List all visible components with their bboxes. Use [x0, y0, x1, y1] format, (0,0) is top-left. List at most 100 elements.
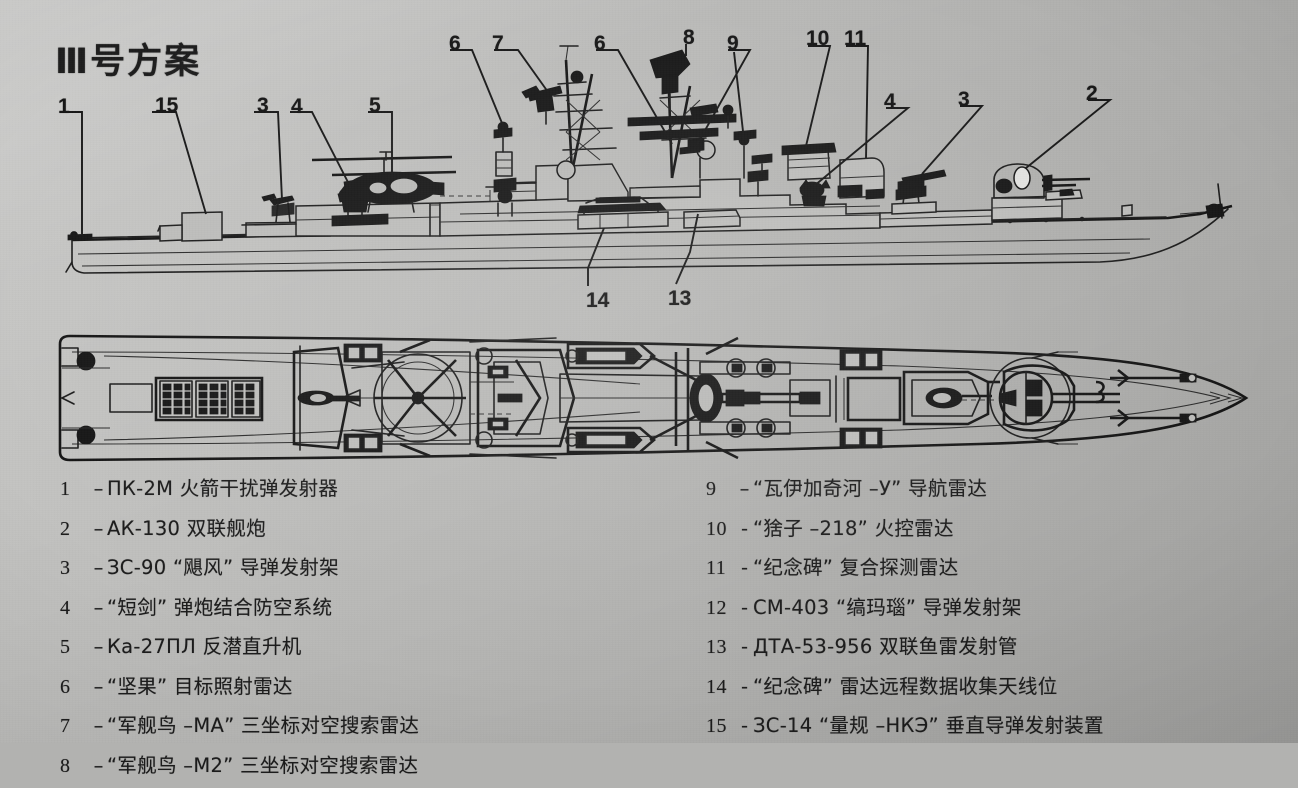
legend-item: 11 - “纪念碑” 复合探测雷达 [706, 551, 1286, 580]
mid-structures-plan [400, 338, 574, 458]
fwd-ciws-plan [836, 350, 882, 448]
callout-5: 5 [369, 94, 381, 117]
callout-9: 9 [727, 32, 739, 55]
callout-6-right: 6 [594, 32, 606, 55]
ships-boat-profile [578, 197, 668, 229]
callout-14: 14 [586, 289, 610, 312]
vls-deckhouse-profile [158, 212, 222, 241]
legend-text: ПК-2М 火箭干扰弹发射器 [107, 477, 339, 500]
forward-mast [554, 46, 616, 179]
legend-dash: – [93, 595, 104, 619]
legend-dash: - [740, 556, 749, 579]
legend-dash: - [740, 595, 749, 619]
legend-number: 11 [706, 557, 727, 579]
deck-antenna-cluster [748, 154, 772, 196]
legend-number: 6 [60, 675, 71, 698]
legend-number: 2 [60, 517, 71, 540]
legend-dash: – [93, 556, 104, 579]
legend-text: “纪念碑” 雷达远程数据收集天线位 [753, 674, 1058, 698]
legend-number: 4 [60, 596, 71, 619]
legend-number: 10 [706, 517, 727, 540]
fwd-air-search-radar-7 [522, 86, 562, 124]
centerline-structures-plan [560, 348, 830, 450]
legend-dash: - [740, 635, 749, 658]
legend-dash: – [739, 477, 750, 500]
legend-dash: – [93, 753, 104, 777]
callout-15: 15 [155, 94, 179, 117]
legend-item: 1 – ПК-2М 火箭干扰弹发射器 [60, 472, 660, 501]
legend-number: 14 [706, 675, 727, 698]
bow-fittings [1122, 184, 1224, 218]
plan-top-view [0, 0, 1298, 743]
callout-6-left: 6 [449, 32, 461, 55]
legend-dash: – [93, 477, 104, 500]
legend-number: 1 [60, 478, 71, 500]
legend-text: Ка-27ПЛ 反潜直升机 [107, 635, 302, 658]
callout-8: 8 [683, 26, 695, 49]
legend-item: 3 – ЗС-90 “飓风” 导弹发射架 [60, 551, 660, 580]
legend-dash: – [93, 714, 104, 737]
legend-text: АК-130 双联舰炮 [107, 516, 266, 540]
ka27-helicopter-profile [312, 152, 456, 212]
legend-number: 5 [60, 636, 71, 658]
legend-item: 7 – “军舰鸟 –МА” 三坐标对空搜索雷达 [60, 709, 660, 738]
fwd-kashtan-mount-4 [800, 180, 830, 206]
legend-text: “坚果” 目标照射雷达 [107, 674, 293, 698]
legend-dash: – [93, 635, 104, 658]
callout-4-fwd: 4 [884, 90, 896, 113]
callout-7: 7 [492, 32, 504, 55]
fwd-missile-launcher-3 [892, 170, 946, 214]
legend: 1 – ПК-2М 火箭干扰弹发射器 2 – АК-130 双联舰炮 3 – З… [0, 472, 1298, 777]
legend-item: 15 - ЗС-14 “量规 –НКЭ” 垂直导弹发射装置 [706, 709, 1286, 738]
vls-plan [110, 378, 262, 420]
legend-text: “纪念碑” 复合探测雷达 [753, 556, 959, 579]
legend-text: “瓦伊加奇河 –У” 导航雷达 [753, 477, 988, 500]
legend-item: 14 - “纪念碑” 雷达远程数据收集天线位 [706, 670, 1286, 699]
sponsons-plan [700, 338, 790, 458]
legend-left-column: 1 – ПК-2М 火箭干扰弹发射器 2 – АК-130 双联舰炮 3 – З… [60, 472, 660, 788]
legend-item: 2 – АК-130 双联舰炮 [60, 512, 660, 541]
fwd-deckhouse [880, 210, 992, 227]
callout-leader-lines-bottom [588, 214, 698, 286]
legend-text: “猞子 –218” 火控雷达 [753, 516, 954, 540]
legend-dash: - [740, 674, 749, 698]
callout-2: 2 [1086, 82, 1098, 105]
pk2m-launcher-profile [68, 232, 92, 241]
callout-11: 11 [844, 27, 867, 50]
legend-dash: – [93, 674, 104, 698]
legend-item: 10 - “猞子 –218” 火控雷达 [706, 512, 1286, 541]
legend-item: 13 - ДТА-53-956 双联鱼雷发射管 [706, 630, 1286, 659]
legend-dash: – [93, 516, 104, 540]
callout-13: 13 [668, 287, 692, 310]
legend-text: “军舰鸟 –МА” 三坐标对空搜索雷达 [107, 714, 420, 737]
callout-10: 10 [806, 27, 830, 50]
stern-transom-plan [62, 348, 110, 448]
aft-ciws-mount-3 [262, 194, 294, 222]
main-mast [628, 50, 736, 178]
ak130-turret-plan [990, 352, 1120, 444]
main-superstructure-profile [440, 164, 880, 236]
legend-text: ЗС-14 “量规 –НКЭ” 垂直导弹发射装置 [753, 714, 1104, 737]
legend-text: “军舰鸟 –М2” 三坐标对空搜索雷达 [107, 753, 419, 777]
ak130-main-gun-2 [992, 164, 1090, 220]
legend-right-column: 9 – “瓦伊加奇河 –У” 导航雷达 10 - “猞子 –218” 火控雷达 … [706, 472, 1286, 749]
side-profile-view [0, 0, 1298, 743]
legend-number: 15 [706, 715, 727, 737]
callout-leader-lines-top [60, 44, 1110, 234]
legend-number: 12 [706, 596, 727, 619]
legend-number: 3 [60, 557, 71, 579]
legend-dash: - [740, 516, 749, 540]
callout-1: 1 [58, 95, 70, 118]
legend-item: 12 - СМ-403 “缟玛瑙” 导弹发射架 [706, 591, 1286, 620]
legend-number: 7 [60, 715, 71, 737]
legend-text: ЗС-90 “飓风” 导弹发射架 [107, 556, 339, 579]
legend-text: “短剑” 弹炮结合防空系统 [107, 595, 333, 619]
bow-gear-plan [1096, 370, 1230, 426]
legend-text: ДТА-53-956 双联鱼雷发射管 [753, 635, 1018, 658]
legend-item: 8 – “军舰鸟 –М2” 三坐标对空搜索雷达 [60, 749, 660, 778]
callout-4-aft: 4 [291, 95, 303, 118]
aft-radar-plan [374, 352, 514, 444]
legend-item: 4 – “短剑” 弹炮结合防空系统 [60, 591, 660, 620]
legend-dash: - [740, 714, 749, 737]
